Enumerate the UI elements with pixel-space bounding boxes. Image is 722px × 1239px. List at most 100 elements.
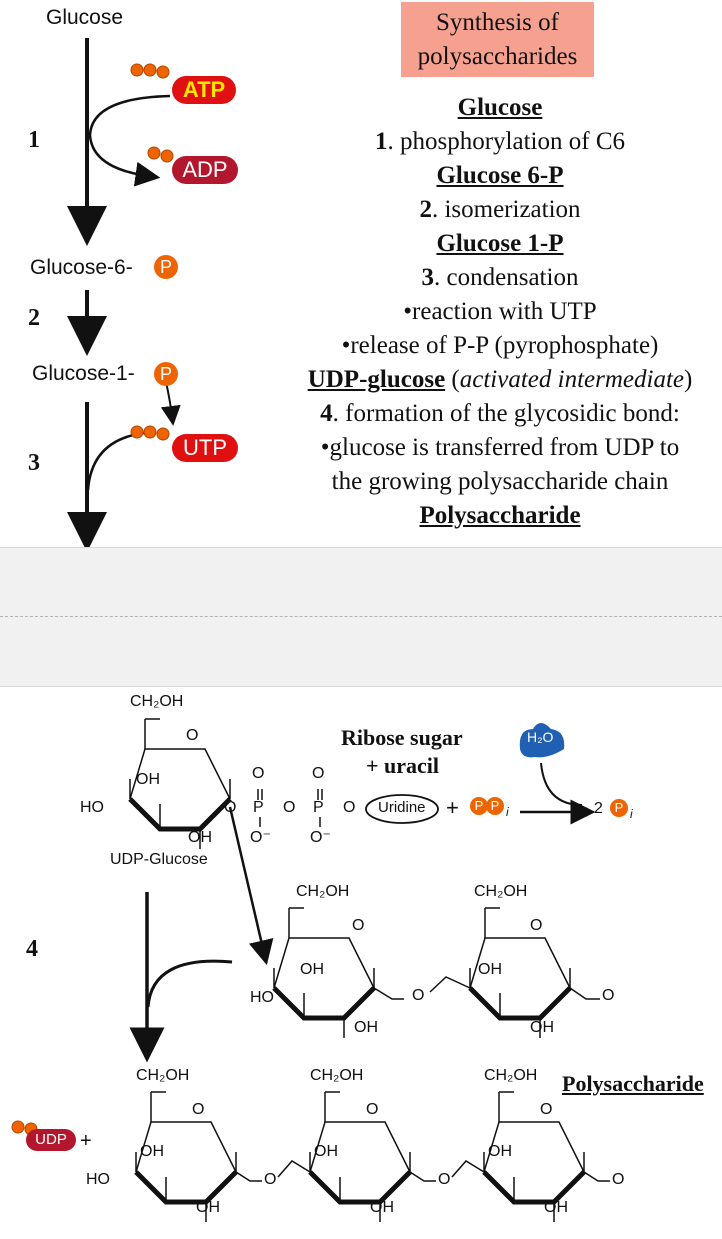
glucose-6-phosphate-label: Glucose-6- [30,256,133,279]
oh-label: OH [370,1199,394,1216]
ring-oxygen-label: O [540,1101,553,1118]
summary-step-1: 1. phosphorylation of C6 [265,128,722,156]
summary-glucose-1p: Glucose 1-P [436,230,564,257]
phosphate-icon: P [154,255,178,279]
summary-glucose-6p: Glucose 6-P [436,162,564,189]
ho-label: HO [80,799,104,816]
uracil-label: + uracil [366,753,440,778]
summary-bullet-pyrophosphate: •release of P-P (pyrophosphate) [341,332,659,359]
summary-step-4-text: . formation of the glycosidic bond: [332,400,680,427]
glycosidic-link [373,987,404,1000]
utp-curve [86,430,156,491]
phosphate-oxyanion-label: O⁻ [310,829,331,846]
glucose-label: Glucose [46,6,124,29]
phosphate-count-label: 2 [594,800,603,817]
udp-phosphate-dot [11,1120,25,1134]
water-molecule-icon [519,723,565,758]
polysaccharide-label: Polysaccharide [562,1071,704,1096]
utp-phosphate-dot [156,427,170,441]
ring-oxygen-label: O [530,917,543,934]
chain-end-oxygen-label: O [612,1171,625,1188]
ch2oh-label: CH₂OH [296,883,350,900]
glycosidic-oxygen-label: O [264,1171,277,1188]
atp-adp-curve [88,94,171,187]
bridge-oxygen-label: O [224,799,237,816]
oh-label: OH [544,1199,568,1216]
oh-label: OH [478,961,502,978]
oh-label: OH [188,829,212,846]
step-number-2: 2 [28,305,40,331]
udp-badge: UDP [26,1129,76,1151]
ring-oxygen-label: O [366,1101,379,1118]
step-number-3: 3 [28,450,40,476]
summary-udp-glucose: UDP-glucose (activated intermediate) [307,366,693,393]
oh-label: OH [140,1143,164,1160]
oh-label: OH [314,1143,338,1160]
section-title: Synthesis of polysaccharides [401,2,594,77]
dashed-divider [0,616,722,617]
pathway-panel: Glucose ATP ADP 1 Glucose-6- P 2 Glucose… [0,0,722,548]
oh-label: OH [196,1199,220,1216]
separator-band [0,548,722,687]
glycosidic-link [235,1171,262,1182]
ch2oh-label: CH₂OH [484,1067,538,1084]
summary-udp-glucose-term: UDP-glucose [307,366,446,393]
adp-badge: ADP [172,156,238,184]
ho-label: HO [250,989,274,1006]
adp-phosphate-dot [160,149,174,163]
bridge-oxygen-label: O [343,799,356,816]
reaction-diagram [11,687,610,1239]
phosphoryl-oxygen-label: O [252,765,265,782]
summary-step-3-number: 3 [421,264,435,291]
glycosidic-bond-panel: CH₂OH O OH HO OH UDP-Glucose O O O P O P… [0,687,722,1239]
summary-step-4-number: 4 [320,400,333,427]
glucose-1-phosphate-label: Glucose-1- [32,362,135,385]
glycosidic-link [277,1160,311,1178]
utp-phosphate-dot [130,425,144,439]
chain-end-link [569,987,600,1000]
phosphorus-label: P [313,799,324,816]
phosphoryl-oxygen-label: O [312,765,325,782]
phosphate-oxyanion-label: O⁻ [250,829,271,846]
adp-phosphate-dot [147,146,161,160]
phosphate-icon: P [154,362,178,386]
phosphorus-label: P [253,799,264,816]
summary-step-2: 2. isomerization [265,196,722,224]
inorganic-subscript: i [630,807,633,821]
uridine-label: Uridine [378,799,426,816]
summary-step-2-text: . isomerization [431,196,581,223]
chain-end-link [583,1171,610,1182]
glycosidic-link [451,1160,485,1178]
water-label: H₂O [527,729,554,745]
oh-label: OH [530,1019,554,1036]
utp-phosphate-dot [143,425,157,439]
ribose-sugar-label: Ribose sugar [341,725,463,750]
pyrophosphate-icon: P [486,797,504,815]
atp-phosphate-dot [143,63,157,77]
ring-oxygen-label: O [192,1101,205,1118]
water-curve [540,762,583,806]
summary-bullet-utp: •reaction with UTP [403,298,597,325]
transfer-arrow [228,806,274,966]
ho-label: HO [86,1171,110,1188]
glycosidic-link [429,976,471,993]
title-line-2: polysaccharides [417,43,578,70]
atp-badge: ATP [172,76,236,104]
udp-glucose-label: UDP-Glucose [110,851,208,868]
ring-oxygen-label: O [186,727,199,744]
uridine-ellipse [365,794,439,824]
pyrophosphate-icon: P [470,797,488,815]
summary-step-1-number: 1 [375,128,388,155]
oh-label: OH [354,1019,378,1036]
ch2oh-label: CH₂OH [310,1067,364,1084]
summary-step-4: 4. formation of the glycosidic bond: [265,400,722,428]
summary-glucose: Glucose [457,94,543,121]
ch2oh-label: CH₂OH [474,883,528,900]
glycosidic-link [409,1171,436,1182]
summary-activated-intermediate: activated intermediate [459,366,684,393]
phosphate-to-utp-arrow [160,381,181,426]
summary-step-3: 3. condensation [265,264,722,292]
inorganic-subscript: i [506,805,509,819]
oh-label: OH [300,961,324,978]
summary-step-3-text: . condensation [434,264,579,291]
